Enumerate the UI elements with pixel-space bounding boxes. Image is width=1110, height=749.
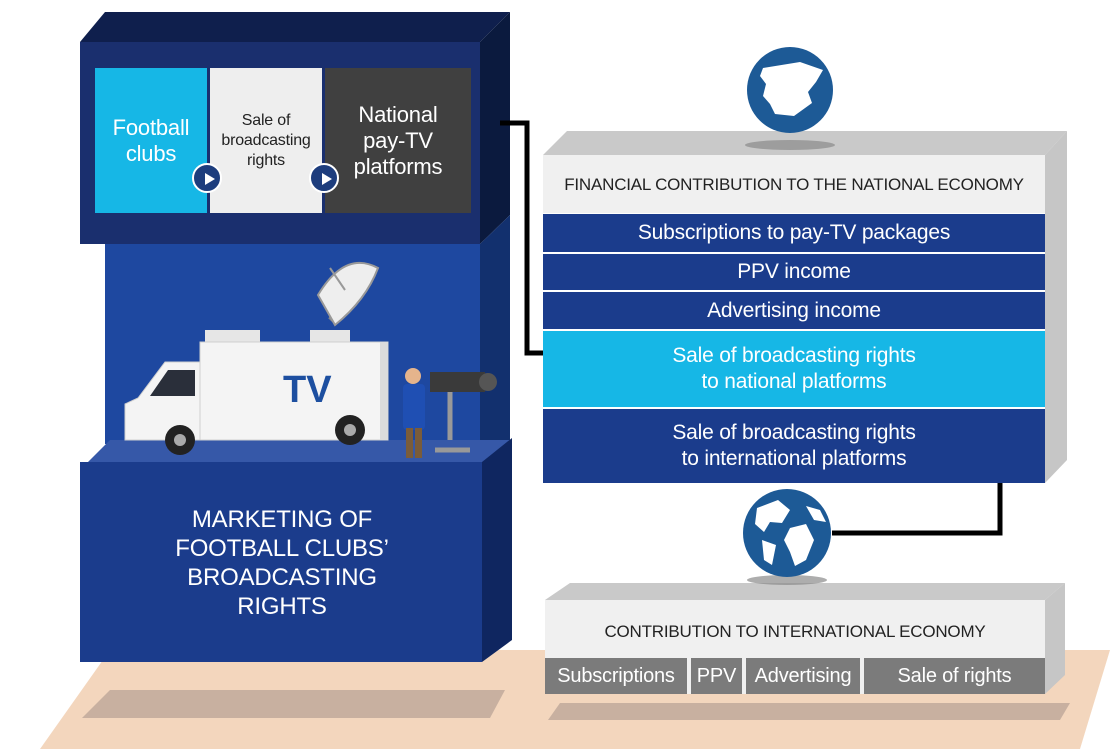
floor-shadow-right bbox=[548, 703, 1070, 720]
flow-national-platforms: National pay-TV platforms bbox=[325, 68, 471, 213]
national-item-subscriptions: Subscriptions to pay-TV packages bbox=[543, 214, 1045, 252]
intl-slab-top bbox=[545, 583, 1065, 600]
intl-item-ppv: PPV bbox=[691, 658, 742, 694]
national-item-sale-national-label: Sale of broadcasting rights to national … bbox=[672, 344, 916, 393]
national-item-sale-international-label: Sale of broadcasting rights to internati… bbox=[672, 421, 916, 470]
national-slab-front bbox=[543, 155, 1045, 213]
flow-football-clubs: Football clubs bbox=[95, 68, 207, 213]
tower-bottom-front bbox=[80, 462, 482, 662]
international-economy-header: CONTRIBUTION TO INTERNATIONAL ECONOMY bbox=[604, 622, 986, 641]
connector-national bbox=[500, 120, 543, 356]
flow-national-platforms-label: National pay-TV platforms bbox=[353, 101, 443, 179]
intl-slab-side bbox=[1045, 583, 1065, 694]
intl-item-advertising: Advertising bbox=[746, 658, 860, 694]
flow-sale-of-rights-label: Sale of broadcasting rights bbox=[221, 111, 311, 169]
tv-label: TV bbox=[283, 369, 332, 411]
globe-icon bbox=[743, 489, 831, 585]
play-arrow-icon bbox=[192, 163, 222, 193]
tower-top-face bbox=[80, 12, 510, 42]
play-arrow-icon bbox=[309, 163, 339, 193]
national-item-ppv: PPV income bbox=[543, 254, 1045, 290]
marketing-label-text: MARKETING OF FOOTBALL CLUBS’ BROADCASTIN… bbox=[175, 505, 389, 620]
flow-football-clubs-label: Football clubs bbox=[112, 114, 190, 166]
national-economy-header: FINANCIAL CONTRIBUTION TO THE NATIONAL E… bbox=[564, 175, 1024, 194]
tower-top-side bbox=[480, 12, 510, 244]
floor-shadow-left bbox=[82, 690, 505, 718]
intl-item-sale-of-rights: Sale of rights bbox=[864, 658, 1045, 694]
national-slab-side bbox=[1045, 131, 1067, 483]
spain-map-icon bbox=[745, 47, 835, 150]
tower-bottom-side bbox=[482, 438, 512, 662]
national-item-sale-national: Sale of broadcasting rights to national … bbox=[543, 331, 1045, 407]
tower-middle-side bbox=[480, 215, 510, 470]
camera-operator-illustration bbox=[403, 368, 497, 458]
marketing-label: MARKETING OF FOOTBALL CLUBS’ BROADCASTIN… bbox=[82, 500, 482, 625]
national-item-advertising: Advertising income bbox=[543, 292, 1045, 329]
flow-sale-of-rights: Sale of broadcasting rights bbox=[210, 68, 322, 213]
national-item-sale-international: Sale of broadcasting rights to internati… bbox=[543, 409, 1045, 483]
tv-van-illustration bbox=[124, 261, 389, 455]
flow-box: Football clubs Sale of broadcasting righ… bbox=[95, 68, 471, 213]
intl-item-subscriptions: Subscriptions bbox=[545, 658, 687, 694]
